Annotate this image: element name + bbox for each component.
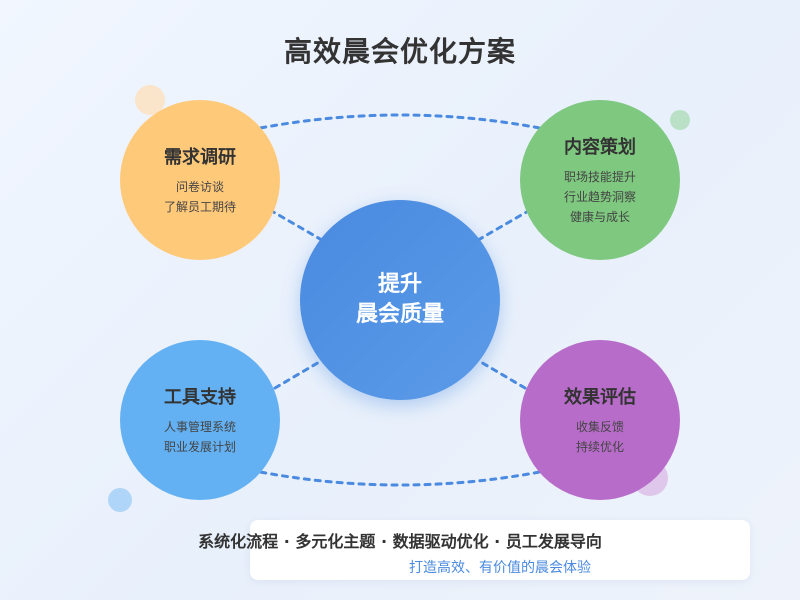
decor-bubble-green (670, 110, 690, 130)
node-evaluation-title: 效果评估 (564, 387, 636, 408)
node-tools-line: 人事管理系统 (163, 420, 236, 434)
node-content-line: 职场技能提升 (563, 170, 636, 184)
decor-bubble-blue (108, 488, 132, 512)
footer-summary: 系统化流程 · 多元化主题 · 数据驱动优化 · 员工发展导向 (198, 532, 602, 551)
node-research: 需求调研 问卷访谈 了解员工期待 (120, 100, 280, 260)
node-content: 内容策划 职场技能提升 行业趋势洞察 健康与成长 (520, 100, 680, 260)
connector-bottom-arc (248, 468, 552, 487)
node-tools-title: 工具支持 (164, 387, 236, 408)
footer-slogan: 打造高效、有价值的晨会体验 (409, 560, 591, 576)
footer-panel (250, 520, 750, 580)
node-content-line: 行业趋势洞察 (563, 190, 636, 204)
node-research-line: 了解员工期待 (163, 200, 236, 214)
center-node-line: 提升 (377, 272, 422, 297)
node-evaluation-line: 持续优化 (575, 440, 624, 454)
page-title: 高效晨会优化方案 (283, 35, 516, 68)
node-evaluation-line: 收集反馈 (575, 420, 624, 434)
node-content-title: 内容策划 (564, 137, 636, 158)
node-tools: 工具支持 人事管理系统 职业发展计划 (120, 340, 280, 500)
node-research-title: 需求调研 (164, 147, 236, 168)
center-node-line: 晨会质量 (355, 302, 444, 327)
node-evaluation: 效果评估 收集反馈 持续优化 (520, 340, 680, 500)
center-node: 提升 晨会质量 (300, 200, 500, 400)
connector-top-arc (248, 113, 552, 132)
node-research-line: 问卷访谈 (175, 180, 224, 194)
node-content-line: 健康与成长 (569, 210, 630, 224)
node-tools-line: 职业发展计划 (163, 440, 236, 454)
